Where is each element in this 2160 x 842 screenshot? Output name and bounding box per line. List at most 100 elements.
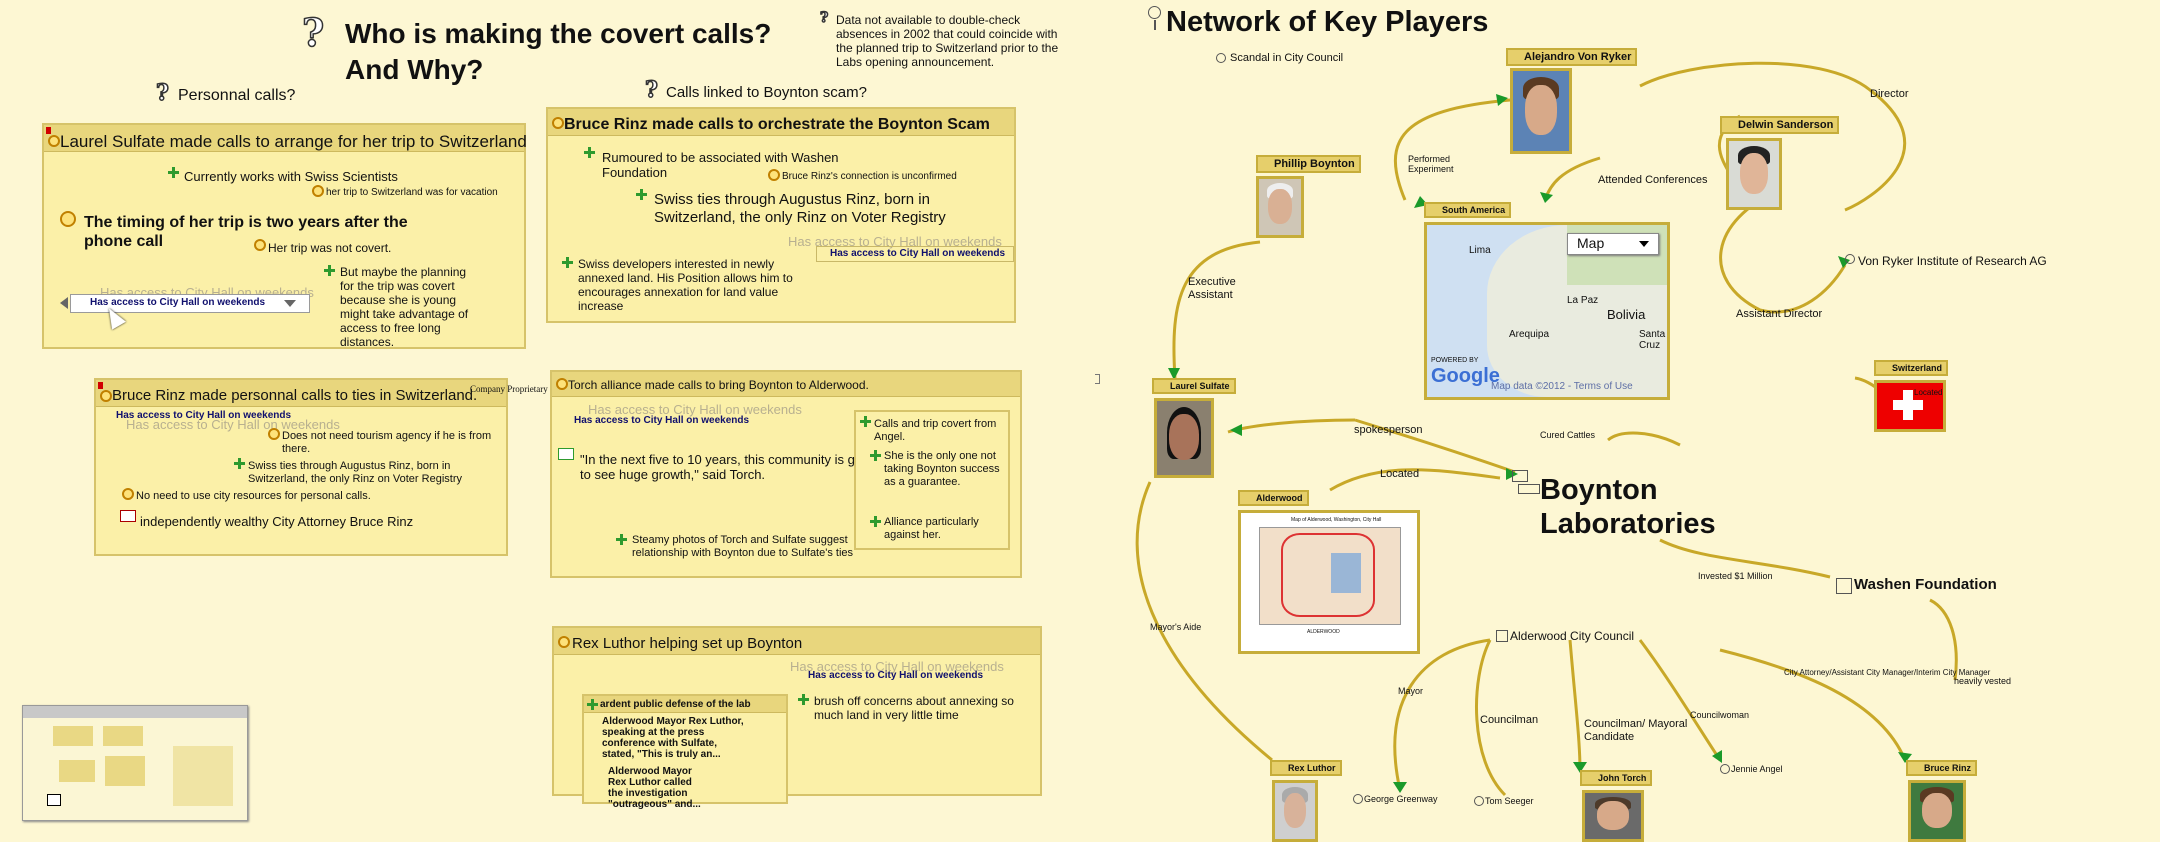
node-council[interactable]: Alderwood City Council (1510, 629, 1635, 643)
alderwood-map[interactable]: Map of Alderwood, Washington, City Hall … (1238, 510, 1420, 654)
rex-sub-item-outrageous[interactable]: Alderwood Mayor Rex Luthor called the in… (608, 766, 701, 810)
node-john[interactable]: John Torch (1580, 770, 1653, 786)
bruce-scam-header[interactable] (548, 109, 1014, 136)
laurel-item-not-covert[interactable]: Her trip was not covert. (268, 241, 392, 255)
laurel-access-selected[interactable]: Has access to City Hall on weekends (90, 297, 266, 308)
node-delwin[interactable]: Delwin Sanderson (1720, 116, 1840, 134)
link-attended[interactable]: Attended Conferences (1598, 174, 1708, 186)
bruce-scam-item-unconfirmed[interactable]: Bruce Rinz's connection is unconfirmed (782, 171, 957, 182)
photo-rex[interactable] (1272, 780, 1318, 842)
bruce-personal-topic-box[interactable]: Bruce Rinz made personnal calls to ties … (94, 378, 508, 556)
link-invested[interactable]: Invested $1 Million (1698, 571, 1773, 581)
topic-personal-calls[interactable]: Personnal calls? (178, 87, 296, 104)
link-councilwoman[interactable]: Councilwoman (1690, 710, 1750, 720)
photo-laurel[interactable] (1154, 398, 1214, 478)
overview-marker[interactable] (47, 794, 61, 806)
torch-topic-box[interactable]: Torch alliance made calls to bring Boynt… (550, 370, 1022, 578)
swiss-flag-icon[interactable] (1874, 380, 1946, 432)
link-councilman[interactable]: Councilman (1480, 714, 1539, 726)
scandal-label[interactable]: Scandal in City Council (1230, 52, 1344, 64)
rex-subtopic-box[interactable]: ardent public defense of the lab Alderwo… (582, 694, 788, 810)
photo-delwin[interactable] (1726, 138, 1782, 210)
photo-john[interactable] (1582, 790, 1644, 842)
topic-scam-calls[interactable]: Calls linked to Boynton scam? (666, 84, 867, 101)
bruce-personal-header[interactable] (96, 380, 506, 407)
bruce-scam-item-washen[interactable]: Rumoured to be associated with Washen Fo… (602, 150, 839, 180)
overview-viewport[interactable] (23, 706, 247, 718)
torch-access[interactable]: Has access to City Hall on weekends (574, 415, 750, 426)
bruce-personal-item-swiss-ties[interactable]: Swiss ties through Augustus Rinz, born i… (248, 460, 462, 485)
laurel-timing-text[interactable]: The timing of her trip is two years afte… (84, 214, 408, 250)
map-dropdown[interactable] (1567, 233, 1659, 255)
torch-sub-item-alliance[interactable]: Alliance particularly against her. (884, 516, 979, 541)
node-tom[interactable]: Tom Seeger (1485, 796, 1534, 806)
laurel-item-swiss-scientists[interactable]: Currently works with Swiss Scientists (184, 169, 398, 184)
laurel-item-maybe-covert[interactable]: But maybe the planning for the trip was … (340, 265, 469, 349)
node-jennie[interactable]: Jennie Angel (1731, 764, 1783, 774)
rex-header[interactable] (554, 628, 1040, 655)
link-located[interactable]: Located (1380, 468, 1420, 480)
selection-box[interactable] (816, 246, 1014, 262)
link-spokesperson[interactable]: spokesperson (1354, 424, 1423, 436)
node-laurel[interactable]: Laurel Sulfate (1152, 378, 1236, 394)
bruce-scam-item-swiss-ties[interactable]: Swiss ties through Augustus Rinz, born i… (654, 191, 946, 226)
node-bruce[interactable]: Bruce Rinz (1906, 760, 1978, 776)
rex-brush[interactable]: brush off concerns about annexing so muc… (814, 694, 1014, 722)
node-alejandro[interactable]: Alejandro Von Ryker (1506, 48, 1638, 66)
node-boynton-labs-1[interactable]: Boynton (1540, 474, 1658, 506)
link-mayors-aide[interactable]: Mayor's Aide (1150, 622, 1202, 632)
laurel-topic-box[interactable]: Laurel Sulfate made calls to arrange for… (42, 123, 527, 349)
node-rex[interactable]: Rex Luthor (1270, 760, 1342, 776)
flag-icon (98, 382, 103, 389)
node-boynton-labs-2[interactable]: Laboratories (1540, 508, 1716, 540)
laurel-item-vacation[interactable]: her trip to Switzerland was for vacation (326, 187, 498, 198)
bruce-scam-item-developers[interactable]: Swiss developers interested in newly ann… (578, 257, 793, 313)
bruce-scam-access[interactable]: Has access to City Hall on weekends (830, 248, 1006, 259)
torch-photos[interactable]: Steamy photos of Torch and Sulfate sugge… (632, 534, 854, 559)
torch-sub-header[interactable]: Calls and trip covert from Angel. (874, 418, 997, 443)
selected-topic-editor[interactable] (70, 294, 310, 313)
overview-thumbnail[interactable] (22, 705, 248, 821)
south-america-map[interactable]: Map Lima Arequipa La Paz Bolivia Santa C… (1424, 222, 1670, 400)
person-icon (1474, 796, 1484, 806)
torch-sub-item-only-one[interactable]: She is the only one not taking Boynton s… (884, 450, 1000, 488)
link-councilman-mayoral[interactable]: Councilman/ Mayoral Candidate (1584, 718, 1688, 743)
link-exec-asst[interactable]: Executive Assistant (1188, 276, 1236, 301)
node-washen[interactable]: Washen Foundation (1854, 576, 1997, 593)
bruce-scam-topic-box[interactable]: Bruce Rinz made calls to orchestrate the… (546, 107, 1016, 323)
chevron-down-icon[interactable] (284, 300, 296, 307)
rex-sub-header[interactable] (584, 696, 786, 713)
link-located-swiss[interactable]: Located (1914, 388, 1943, 397)
bruce-personal-access[interactable]: Has access to City Hall on weekends (116, 410, 292, 421)
link-asst-dir[interactable]: Assistant Director (1736, 308, 1823, 320)
bruce-personal-item-wealthy[interactable]: independently wealthy City Attorney Bruc… (140, 514, 414, 529)
torch-header[interactable] (552, 372, 1020, 397)
network-title[interactable]: Network of Key Players (1166, 6, 1489, 38)
photo-bruce[interactable] (1908, 780, 1966, 842)
bruce-personal-item-no-need[interactable]: No need to use city resources for person… (136, 490, 371, 502)
torch-quote[interactable]: "In the next five to 10 years, this comm… (580, 452, 880, 482)
key-icon (556, 378, 568, 390)
node-switzerland[interactable]: Switzerland (1874, 360, 1949, 376)
node-alderwood[interactable]: Alderwood (1238, 490, 1309, 506)
bruce-personal-item-tourism[interactable]: Does not need tourism agency if he is fr… (282, 430, 492, 455)
link-heavily-vested[interactable]: heavily vested (1954, 676, 2012, 686)
node-von-ryker[interactable]: Von Ryker Institute of Research AG (1858, 254, 2047, 268)
node-phillip[interactable]: Phillip Boynton (1256, 155, 1361, 173)
torch-subtopic-box[interactable]: Calls and trip covert from Angel. She is… (854, 410, 1010, 550)
rex-access[interactable]: Has access to City Hall on weekends (808, 670, 984, 681)
map-footer[interactable]: Map data ©2012 - Terms of Use (1491, 381, 1633, 392)
link-mayor[interactable]: Mayor (1398, 686, 1424, 696)
con-icon (768, 169, 780, 181)
rex-sub-item-press[interactable]: Alderwood Mayor Rex Luthor, speaking at … (602, 716, 744, 760)
node-george[interactable]: George Greenway (1364, 794, 1438, 804)
photo-alejandro[interactable] (1510, 68, 1572, 154)
node-south-america[interactable]: South America (1424, 202, 1512, 218)
photo-phillip[interactable] (1256, 176, 1304, 238)
link-performed[interactable]: Performed Experiment (1408, 154, 1454, 174)
link-city-attorney[interactable]: City Attorney/Assistant City Manager/Int… (1784, 668, 1991, 677)
rex-topic-box[interactable]: Rex Luthor helping set up Boynton Has ac… (552, 626, 1042, 810)
link-director[interactable]: Director (1870, 88, 1909, 100)
link-cured[interactable]: Cured Cattles (1540, 430, 1596, 440)
laurel-topic-header[interactable] (44, 125, 524, 152)
